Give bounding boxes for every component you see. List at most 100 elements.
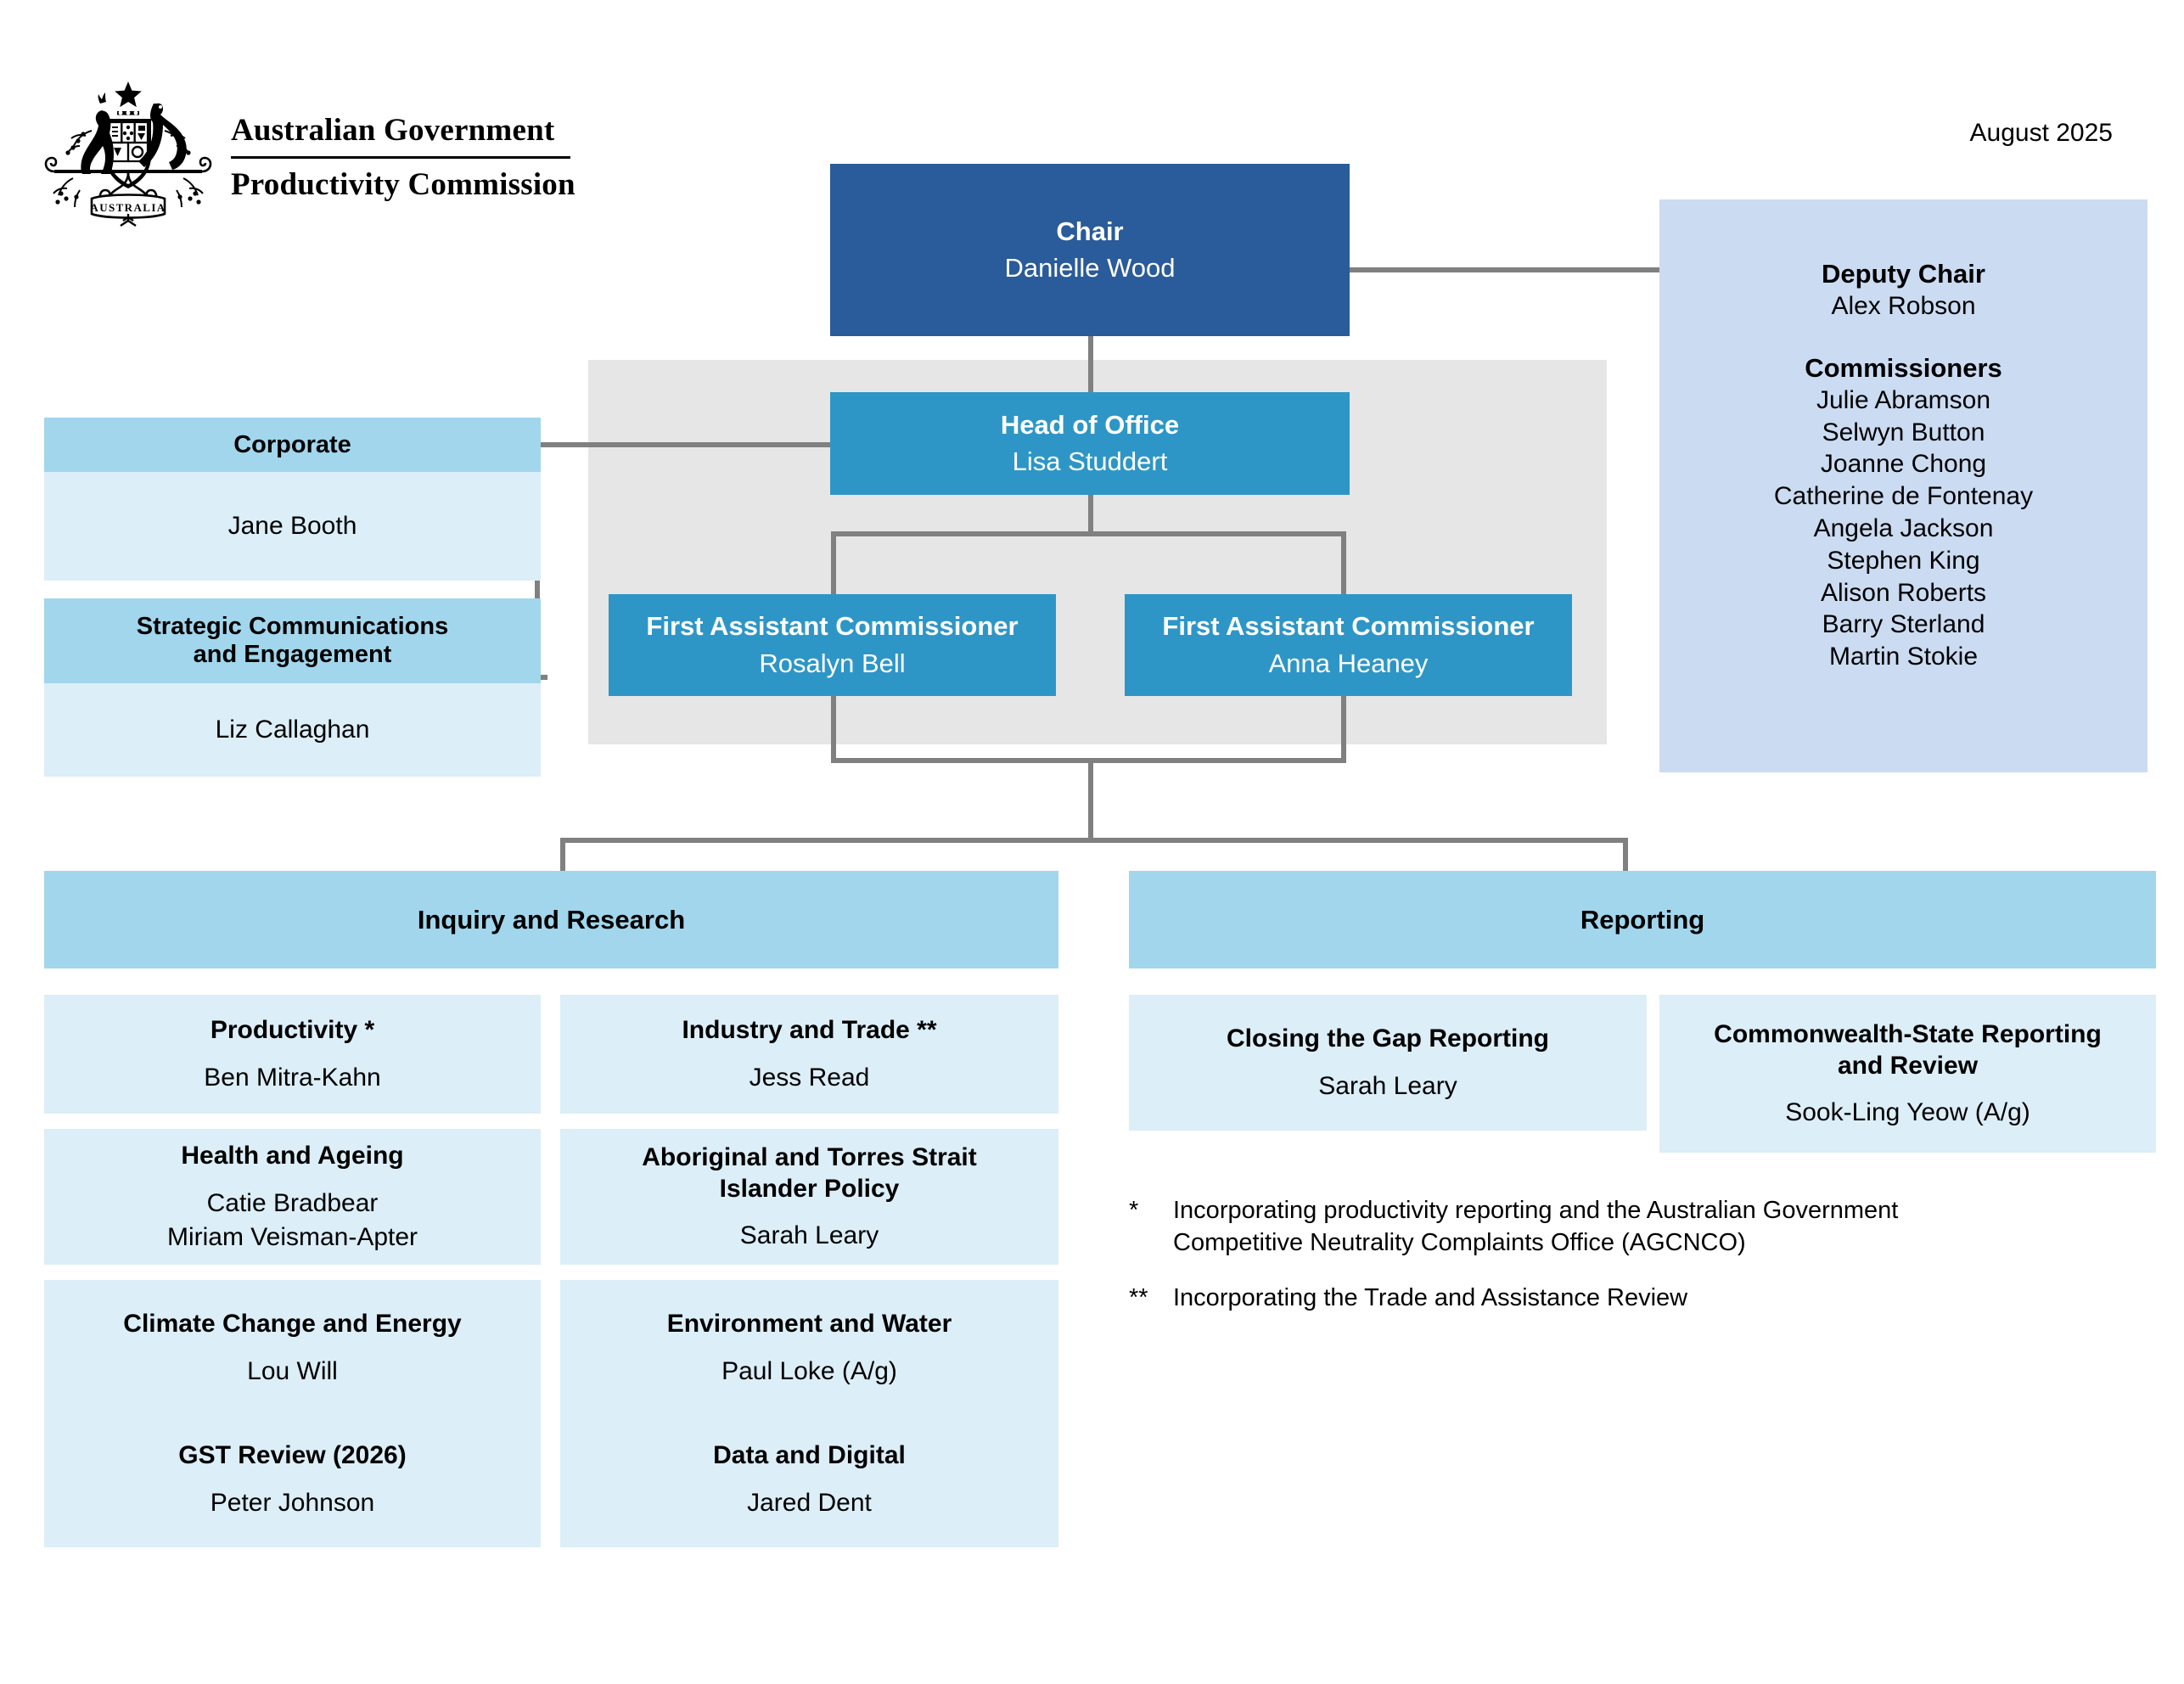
branch-title: Climate Change and Energy [123, 1310, 462, 1339]
branch-aboriginal-and-torres-strait-islander-policy[interactable]: Aboriginal and Torres Strait Islander Po… [560, 1129, 1058, 1265]
first-assistant-commissioner-box-1[interactable]: First Assistant Commissioner Rosalyn Bel… [609, 594, 1056, 696]
branch-title: Health and Ageing [181, 1142, 404, 1170]
footnote-marker: * [1129, 1197, 1139, 1224]
branch-title: Environment and Water [666, 1310, 952, 1339]
strategic-communications-name: Liz Callaghan [215, 716, 370, 744]
chair-name: Danielle Wood [1004, 253, 1176, 283]
wordmark-line-1: Australian Government [231, 113, 555, 148]
commissioner-name: Catherine de Fontenay [1773, 482, 2034, 511]
commissioners-panel: Deputy Chair Alex Robson Commissioners J… [1659, 199, 2148, 772]
connector-fac-left-down [831, 531, 836, 594]
footnote-item: ** Incorporating the Trade and Assistanc… [1129, 1283, 2148, 1315]
commissioner-name: Julie Abramson [1816, 385, 1991, 414]
connector-hoo-down [1088, 495, 1093, 531]
connector-fac-right-down [1341, 531, 1346, 594]
strategic-communications-title-line-2: and Engagement [193, 641, 392, 668]
first-assistant-commissioner-box-2[interactable]: First Assistant Commissioner Anna Heaney [1125, 594, 1572, 696]
footnote-text: Incorporating productivity reporting and… [1173, 1195, 2148, 1259]
footnote-text-line-1: Incorporating the Trade and Assistance R… [1173, 1284, 1688, 1312]
chair-box[interactable]: Chair Danielle Wood [830, 164, 1350, 336]
footnote-item: * Incorporating productivity reporting a… [1129, 1195, 2148, 1259]
australian-government-wordmark: Australian Government Productivity Commi… [231, 112, 575, 203]
branch-data-and-digital[interactable]: Data and Digital Jared Dent [560, 1412, 1058, 1547]
branch-title: Productivity * [210, 1016, 375, 1045]
head-of-office-box[interactable]: Head of Office Lisa Studdert [830, 392, 1350, 495]
branch-name: Lou Will [247, 1356, 338, 1385]
connector-to-inquiry [560, 838, 565, 871]
wordmark-divider [231, 156, 570, 159]
inquiry-and-research-heading: Inquiry and Research [417, 904, 686, 935]
connector-corporate-stub [535, 442, 842, 447]
branch-name: Sarah Leary [1318, 1071, 1457, 1100]
connector-chair-to-commissioners [1302, 267, 1659, 272]
branch-industry-and-trade[interactable]: Industry and Trade ** Jess Read [560, 995, 1058, 1114]
branch-title: GST Review (2026) [178, 1441, 407, 1470]
australian-coat-of-arms-icon: AUSTRALIA [39, 70, 217, 231]
branch-closing-the-gap-reporting[interactable]: Closing the Gap Reporting Sarah Leary [1129, 995, 1647, 1131]
corporate-body[interactable]: Jane Booth [44, 472, 541, 581]
branch-name: Sarah Leary [739, 1221, 879, 1250]
branch-name: Paul Loke (A/g) [721, 1356, 897, 1385]
connector-fac-right-bottom [1341, 696, 1346, 763]
commissioner-name: Martin Stokie [1828, 643, 1979, 671]
footnote-marker: ** [1129, 1284, 1148, 1312]
strategic-communications-body[interactable]: Liz Callaghan [44, 683, 541, 777]
connector-to-reporting [1623, 838, 1628, 871]
head-of-office-title: Head of Office [1000, 409, 1180, 440]
branch-name: Ben Mitra-Kahn [204, 1063, 381, 1092]
commissioner-name: Barry Sterland [1822, 610, 1985, 639]
reporting-header[interactable]: Reporting [1129, 871, 2156, 968]
connector-stratcomms-stub [535, 675, 547, 680]
branch-title: Industry and Trade ** [682, 1016, 937, 1045]
branch-title-line-1: Commonwealth-State Reporting [1714, 1019, 2102, 1048]
corporate-header[interactable]: Corporate [44, 418, 541, 472]
footnotes: * Incorporating productivity reporting a… [1129, 1195, 2148, 1339]
commissioner-name: Alison Roberts [1820, 578, 1987, 607]
commissioner-name: Selwyn Button [1822, 418, 1985, 446]
fac-1-name: Rosalyn Bell [759, 648, 906, 678]
head-of-office-name: Lisa Studdert [1012, 446, 1168, 477]
branch-title-line-2: and Review [1837, 1052, 1979, 1080]
branch-title-line-1: Aboriginal and Torres Strait [642, 1142, 977, 1171]
panel-spacer [1659, 323, 2148, 351]
connector-fac-left-bottom [831, 696, 836, 763]
branch-name: Peter Johnson [210, 1488, 375, 1517]
corporate-name: Jane Booth [227, 512, 357, 540]
branch-commonwealth-state-reporting-and-review[interactable]: Commonwealth-State Reporting and Review … [1659, 995, 2156, 1153]
connector-merge-down [1088, 758, 1093, 843]
branch-name: Catie Bradbear [206, 1188, 379, 1217]
chair-title: Chair [1056, 216, 1124, 246]
connector-bottom-split-bus [560, 838, 1628, 843]
commissioner-name: Angela Jackson [1813, 514, 1994, 543]
svg-text:AUSTRALIA: AUSTRALIA [90, 201, 166, 214]
footnote-text-line-1: Incorporating productivity reporting and… [1173, 1197, 1899, 1224]
commissioner-name: Joanne Chong [1820, 450, 1987, 479]
deputy-chair-heading: Deputy Chair [1822, 259, 1985, 289]
branch-productivity[interactable]: Productivity * Ben Mitra-Kahn [44, 995, 541, 1114]
branch-title-line-2: Islander Policy [719, 1175, 900, 1203]
commissioner-name: Stephen King [1827, 546, 1980, 575]
branch-name: Jared Dent [747, 1488, 872, 1517]
connector-chair-to-head-of-office [1088, 336, 1093, 392]
branch-name: Sook-Ling Yeow (A/g) [1785, 1098, 2030, 1127]
branch-title: Data and Digital [713, 1441, 906, 1470]
branch-name: Jess Read [749, 1063, 870, 1092]
strategic-communications-header[interactable]: Strategic Communications and Engagement [44, 598, 541, 683]
connector-fac-bus [831, 531, 1346, 536]
wordmark-line-2: Productivity Commission [231, 167, 575, 202]
inquiry-and-research-header[interactable]: Inquiry and Research [44, 871, 1058, 968]
date-label: August 2025 [1969, 119, 2113, 147]
deputy-chair-name: Alex Robson [1831, 292, 1976, 321]
branch-health-and-ageing[interactable]: Health and Ageing Catie Bradbear Miriam … [44, 1129, 541, 1265]
branch-environment-and-water[interactable]: Environment and Water Paul Loke (A/g) [560, 1280, 1058, 1416]
branch-climate-change-and-energy[interactable]: Climate Change and Energy Lou Will [44, 1280, 541, 1416]
corporate-title: Corporate [233, 430, 351, 458]
branch-title: Closing the Gap Reporting [1227, 1024, 1549, 1053]
fac-1-title: First Assistant Commissioner [646, 611, 1019, 642]
commissioners-heading: Commissioners [1805, 352, 2002, 383]
fac-2-name: Anna Heaney [1268, 648, 1429, 678]
fac-2-title: First Assistant Commissioner [1162, 611, 1535, 642]
branch-gst-review[interactable]: GST Review (2026) Peter Johnson [44, 1412, 541, 1547]
branch-name: Miriam Veisman-Apter [166, 1222, 418, 1251]
